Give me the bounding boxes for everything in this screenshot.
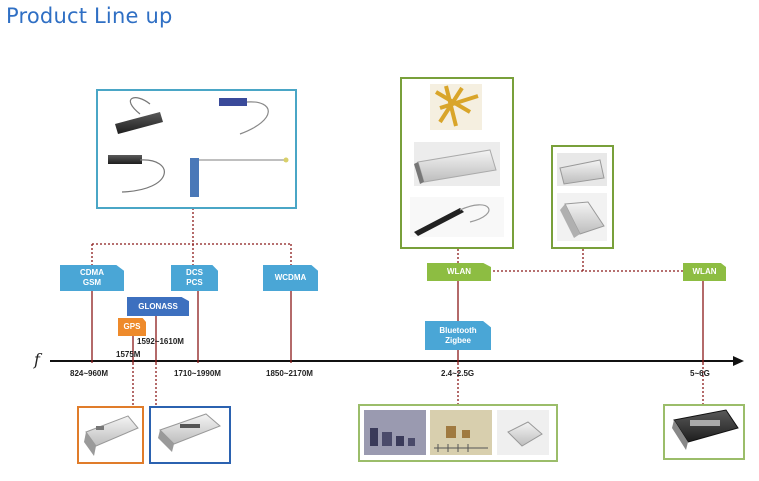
cellular-antennas-photo (108, 97, 289, 197)
freq-label-wlan-24: 2.4~2.5G (441, 369, 475, 378)
tag-wcdma-label: WCDMA (274, 273, 307, 282)
gps-chip-photo (84, 415, 139, 456)
freq-label-glonass: 1592~1610M (137, 337, 184, 346)
tag-gps: GPS (118, 318, 146, 336)
bluetooth-zigbee-frame (358, 404, 558, 462)
freq-label-gps: 1575M (116, 350, 141, 359)
axis-arrow-head (733, 356, 744, 366)
gps-chip-frame (77, 406, 144, 464)
tag-wlan-5-label: WLAN (692, 267, 717, 276)
wlan-5-modules-photo (557, 153, 607, 241)
glonass-chip-photo (158, 413, 221, 452)
tag-zigbee-label: Zigbee (445, 335, 471, 345)
tag-cdma-label: CDMA (80, 268, 104, 277)
tag-gps-label: GPS (123, 322, 141, 331)
freq-label-cdma-gsm: 824~960M (70, 369, 109, 378)
cellular-antennas-frame (96, 89, 297, 209)
freq-label-wcdma: 1850~2170M (266, 369, 313, 378)
tag-pcs-label: PCS (186, 278, 203, 287)
bluetooth-zigbee-photo (364, 410, 549, 455)
wlan-5-bottom-frame (663, 404, 745, 460)
freq-label-wlan-5: 5~6G (690, 369, 710, 378)
dotted-connectors (91, 208, 704, 406)
glonass-chip-frame (149, 406, 231, 464)
tag-glonass: GLONASS (127, 297, 189, 316)
tag-dcs-pcs: DCS PCS (171, 265, 218, 291)
wlan-24-modules-photo (410, 84, 504, 237)
frequency-markers (91, 281, 704, 363)
tag-bluetooth-zigbee: Bluetooth Zigbee (425, 321, 491, 350)
tag-gsm-label: GSM (82, 278, 102, 287)
wlan-24-frame (400, 77, 514, 249)
freq-label-dcs-pcs: 1710~1990M (174, 369, 221, 378)
wlan-5-frame (551, 145, 614, 249)
wlan-5-bottom-photo (672, 409, 739, 450)
tag-cdma-gsm: CDMA GSM (60, 265, 124, 291)
tag-dcs-label: DCS (186, 268, 203, 277)
tag-wcdma: WCDMA (263, 265, 318, 291)
tag-glonass-label: GLONASS (138, 301, 178, 311)
tag-wlan-5: WLAN (683, 263, 726, 281)
frequency-axis-symbol: f (34, 350, 40, 369)
page-title: Product Line up (6, 4, 173, 28)
tag-wlan-24-label: WLAN (447, 267, 471, 276)
tag-bluetooth-label: Bluetooth (439, 325, 477, 335)
tag-wlan-24: WLAN (427, 263, 491, 281)
